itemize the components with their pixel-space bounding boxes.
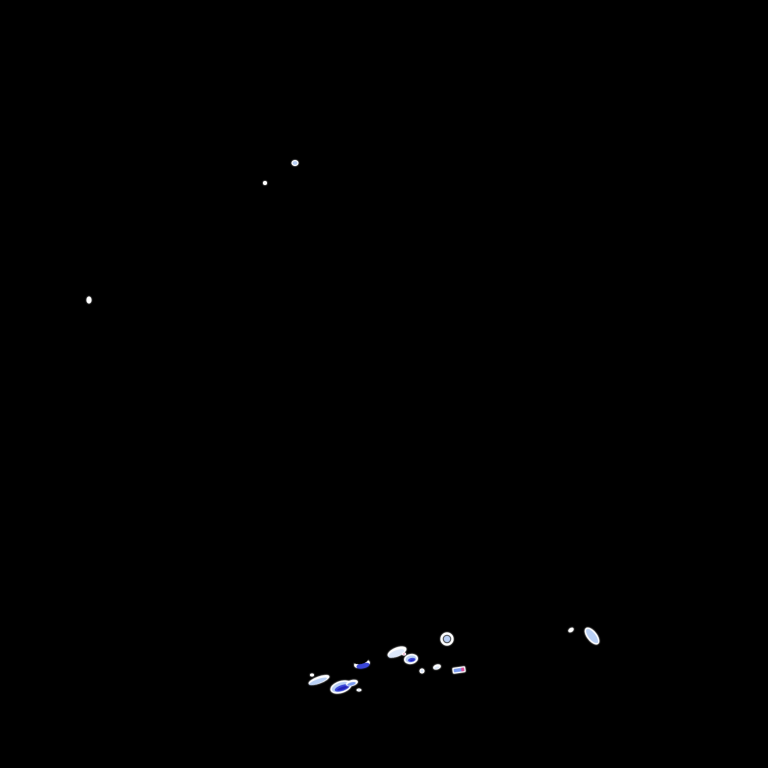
feature-crescent-cell (353, 657, 370, 669)
feature-right-elongated-cell (584, 627, 600, 645)
feature-ring-cell (440, 632, 454, 646)
feature-band-streak-left (308, 675, 330, 686)
feature-upper-dot-a (86, 296, 92, 304)
feature-center-filament (387, 646, 407, 658)
feature-upper-dot-c (291, 160, 299, 166)
feature-pink-bar-cell (452, 666, 466, 674)
feature-small-hook (433, 664, 441, 670)
features-group (86, 160, 600, 694)
feature-center-core-cell (404, 653, 418, 665)
feature-center-pink-fleck (402, 652, 406, 656)
feature-upper-dot-b (263, 181, 267, 185)
feature-right-tick (568, 627, 574, 633)
feature-band-tail-dot (356, 688, 362, 692)
feature-band-speck-left (310, 673, 314, 677)
feature-band-wing-right (346, 679, 358, 687)
feature-center-lower-speck (419, 668, 425, 674)
